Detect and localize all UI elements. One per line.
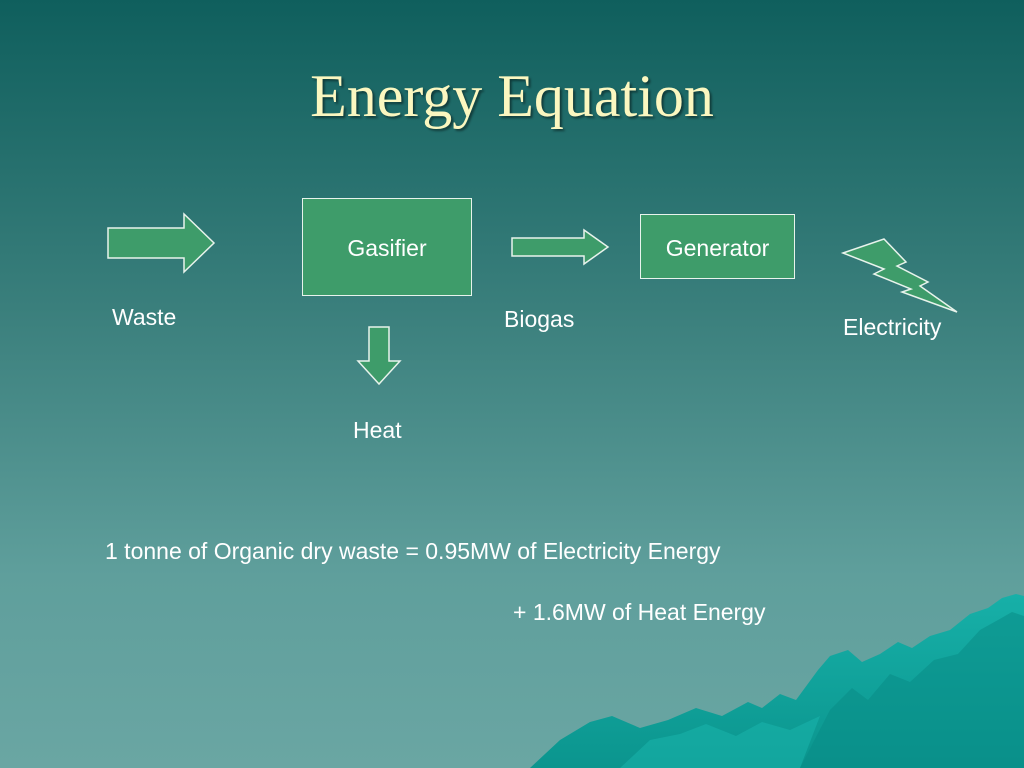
heat-label: Heat xyxy=(353,417,402,443)
equation-line-1: 1 tonne of Organic dry waste = 0.95MW of… xyxy=(105,538,721,564)
waste-label: Waste xyxy=(112,304,177,330)
lightning-bolt-icon xyxy=(840,238,958,313)
electricity-label: Electricity xyxy=(843,314,942,340)
mountain-decoration xyxy=(530,594,1024,768)
waste-arrow-icon xyxy=(107,212,216,274)
heat-arrow-icon xyxy=(356,326,402,386)
biogas-label: Biogas xyxy=(504,306,575,332)
generator-label: Generator xyxy=(665,235,770,261)
gasifier-box: Gasifier xyxy=(302,198,472,296)
generator-box: Generator xyxy=(640,214,795,279)
gasifier-label: Gasifier xyxy=(347,235,427,261)
slide-title: Energy Equation xyxy=(310,63,714,129)
biogas-arrow-icon xyxy=(511,228,610,266)
equation-line-2: + 1.6MW of Heat Energy xyxy=(513,599,766,625)
